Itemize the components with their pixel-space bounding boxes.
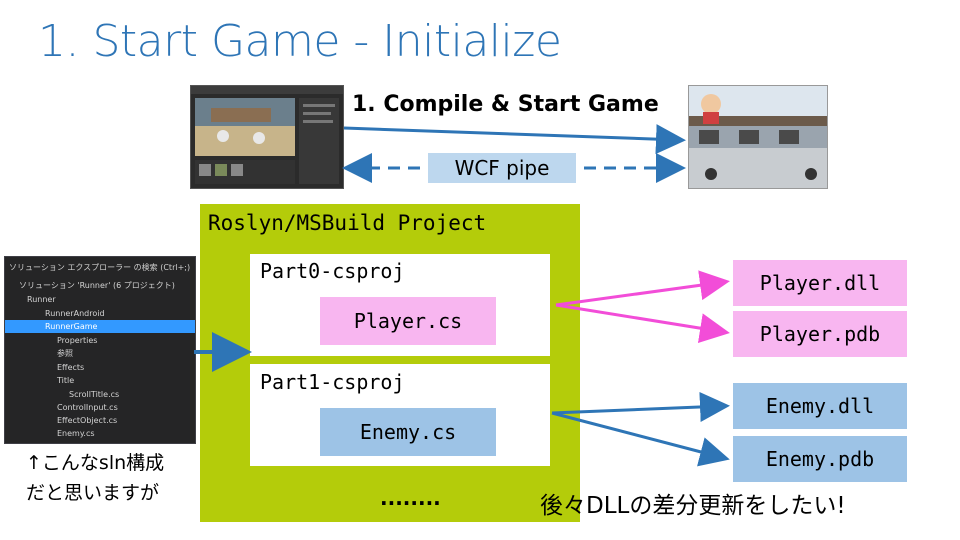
enemy-cs-file: Enemy.cs: [320, 408, 496, 456]
editor-thumbnail: [191, 86, 343, 184]
solution-row[interactable]: 参照: [57, 349, 73, 358]
game-thumbnail: [689, 86, 827, 188]
game-screenshot: [688, 85, 828, 189]
sln-note-line: だと思いますが: [26, 482, 160, 504]
wcf-pipe-label: WCF pipe: [428, 153, 576, 183]
part0-label: Part0-csproj: [260, 259, 405, 283]
compile-arrow: [343, 124, 686, 155]
enemy-dll-arrow: [551, 391, 730, 422]
player-pdb-arrow: [555, 303, 730, 344]
solution-search-label[interactable]: ソリューション エクスプローラー の検索 (Ctrl+;): [9, 263, 191, 272]
solution-row[interactable]: Properties: [57, 336, 98, 345]
future-wish-text: 後々DLLの差分更新をしたい!: [540, 493, 846, 519]
sln-note-line: ↑こんなsln構成: [26, 452, 165, 474]
more-parts-ellipsis: ........: [380, 486, 441, 510]
solution-row[interactable]: RunnerAndroid: [45, 309, 105, 318]
player-pdb-output: Player.pdb: [733, 311, 907, 357]
part1-label: Part1-csproj: [260, 370, 405, 394]
solution-row[interactable]: Enemy.cs: [57, 429, 95, 438]
slide-title: 1. Start Game - Initialize: [38, 16, 562, 67]
solution-row[interactable]: ScrollTitle.cs: [69, 390, 120, 399]
player-cs-file: Player.cs: [320, 297, 496, 345]
unity-editor-screenshot: [190, 85, 344, 189]
player-dll-arrow: [555, 270, 730, 307]
solution-row[interactable]: EffectObject.cs: [57, 416, 118, 425]
solution-row[interactable]: Effects: [57, 363, 85, 372]
enemy-pdb-output: Enemy.pdb: [733, 436, 907, 482]
solution-row[interactable]: Runner: [27, 295, 56, 304]
sln-note: ↑こんなsln構成 だと思いますが: [26, 448, 164, 508]
solution-explorer-panel: ソリューション エクスプローラー の検索 (Ctrl+;) ソリューション 'R…: [4, 256, 196, 444]
player-dll-output: Player.dll: [733, 260, 907, 306]
enemy-dll-output: Enemy.dll: [733, 383, 907, 429]
compile-start-label: 1. Compile & Start Game: [352, 92, 659, 117]
solution-row[interactable]: Title: [57, 376, 75, 385]
project-label: Roslyn/MSBuild Project: [208, 211, 487, 235]
solution-row[interactable]: ソリューション 'Runner' (6 プロジェクト): [19, 281, 175, 290]
solution-row-selected[interactable]: RunnerGame: [5, 320, 195, 333]
enemy-pdb-arrow: [551, 411, 730, 467]
solution-row[interactable]: ControlInput.cs: [57, 403, 118, 412]
